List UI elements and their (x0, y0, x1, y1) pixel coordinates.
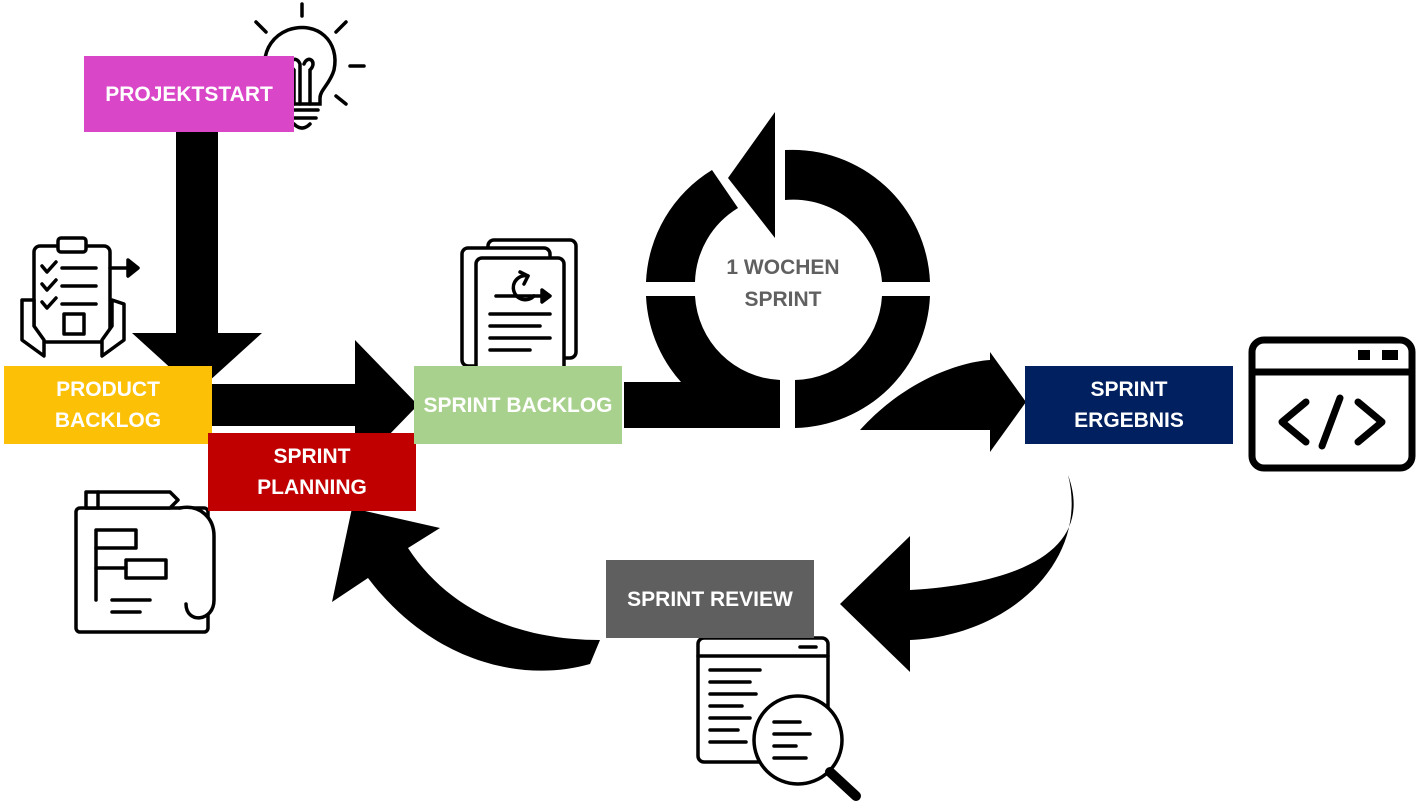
stage-product-backlog-line2: BACKLOG (54, 409, 162, 432)
stage-product-backlog-line1: PRODUCT (56, 378, 160, 401)
stage-sprint-review: SPRINT REVIEW (606, 560, 814, 638)
stage-sprint-ergebnis: SPRINT ERGEBNIS (1025, 366, 1233, 444)
sprint-cycle-label: 1 WOCHEN SPRINT (698, 252, 868, 316)
document-refresh-icon (460, 238, 578, 382)
stage-sprint-planning: SPRINT PLANNING (208, 433, 416, 511)
sprint-cycle-label-line2: SPRINT (744, 288, 822, 311)
stage-projektstart: PROJEKTSTART (84, 56, 294, 132)
arrow-start-to-backlog (132, 130, 262, 392)
stage-sprint-backlog-label: SPRINT BACKLOG (423, 393, 613, 417)
stage-sprint-ergebnis-line2: ERGEBNIS (1074, 409, 1184, 432)
stage-sprint-ergebnis-line1: SPRINT (1090, 378, 1168, 401)
clipboard-checklist-icon (20, 236, 140, 358)
stage-projektstart-label: PROJEKTSTART (105, 82, 273, 106)
stage-sprint-backlog: SPRINT BACKLOG (414, 366, 622, 444)
stage-product-backlog: PRODUCT BACKLOG (4, 366, 212, 444)
stage-sprint-planning-line1: SPRINT (273, 445, 351, 468)
stage-sprint-planning-line2: PLANNING (257, 476, 367, 499)
code-window-icon (1248, 336, 1416, 472)
blueprint-icon (74, 490, 216, 634)
sprint-cycle-label-line1: 1 WOCHEN (726, 256, 840, 279)
code-review-magnifier-icon (696, 636, 861, 801)
arrow-ergebnis-to-review (840, 475, 1074, 672)
arrow-review-to-planning (332, 508, 600, 671)
stage-sprint-review-label: SPRINT REVIEW (627, 587, 793, 611)
sprint-cycle-arrow (646, 112, 930, 428)
